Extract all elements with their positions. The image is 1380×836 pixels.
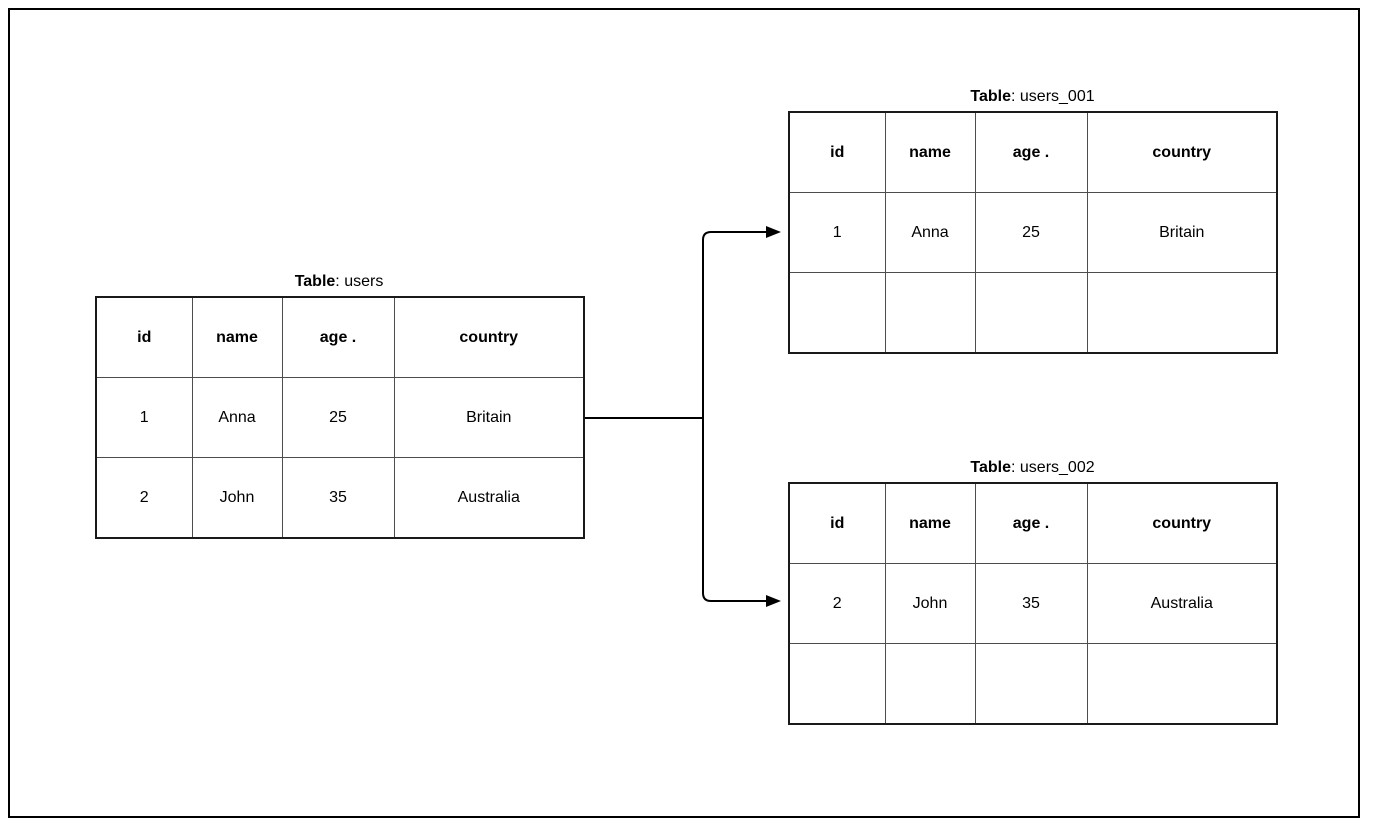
- cell-country: Australia: [393, 457, 585, 539]
- table-users-001-title-label: Table: [970, 88, 1011, 105]
- table-row: 2 John 35 Australia: [95, 457, 585, 539]
- cell-age: 25: [281, 377, 395, 458]
- table-users-title-label: Table: [294, 273, 336, 290]
- cell-country: Britain: [1086, 192, 1278, 273]
- cell-id: 1: [788, 192, 886, 273]
- cell-id: 2: [95, 457, 193, 539]
- column-header-name: name: [884, 482, 976, 564]
- column-header-name: name: [884, 111, 976, 193]
- cell-age: 35: [281, 457, 395, 539]
- table-users-group: Table: users id name age . country 1 Ann…: [95, 272, 585, 539]
- cell-age: 35: [974, 563, 1088, 644]
- table-users-title-name: users: [344, 273, 384, 290]
- diagram-border: [8, 8, 1360, 818]
- cell-age: 25: [974, 192, 1088, 273]
- cell-id: 1: [95, 377, 193, 458]
- table-users-001-group: Table: users_001 id name age . country 1…: [788, 87, 1278, 354]
- column-header-id: id: [788, 111, 886, 193]
- cell-name: Anna: [884, 192, 976, 273]
- table-users-001-title: Table: users_001: [788, 87, 1277, 107]
- table-users-title-separator: :: [335, 273, 345, 290]
- table-users-001-title-separator: :: [1011, 88, 1020, 105]
- column-header-name: name: [191, 296, 283, 378]
- column-header-id: id: [788, 482, 886, 564]
- cell-id: 2: [788, 563, 886, 644]
- cell-country: Australia: [1086, 563, 1278, 644]
- column-header-age: age .: [974, 111, 1088, 193]
- column-header-id: id: [95, 296, 193, 378]
- cell-age: [974, 272, 1088, 354]
- table-row: 1 Anna 25 Britain: [95, 377, 585, 458]
- table-users-002-title-separator: :: [1011, 459, 1020, 476]
- cell-name: John: [884, 563, 976, 644]
- table-row: [788, 643, 1278, 725]
- column-header-country: country: [1086, 482, 1278, 564]
- cell-id: [788, 272, 886, 354]
- table-users-001-header-row: id name age . country: [788, 111, 1278, 193]
- cell-name: Anna: [191, 377, 283, 458]
- column-header-age: age .: [281, 296, 395, 378]
- table-users-001-title-name: users_001: [1019, 88, 1095, 105]
- table-row: 1 Anna 25 Britain: [788, 192, 1278, 273]
- column-header-country: country: [393, 296, 585, 378]
- cell-name: John: [191, 457, 283, 539]
- table-users-002-title-label: Table: [970, 459, 1011, 476]
- column-header-age: age .: [974, 482, 1088, 564]
- cell-name: [884, 272, 976, 354]
- cell-name: [884, 643, 976, 725]
- column-header-country: country: [1086, 111, 1278, 193]
- cell-id: [788, 643, 886, 725]
- table-users-title: Table: users: [95, 272, 583, 292]
- table-users-001: id name age . country 1 Anna 25 Britain: [788, 111, 1278, 354]
- table-users-002: id name age . country 2 John 35 Australi…: [788, 482, 1278, 725]
- table-row: [788, 272, 1278, 354]
- table-row: 2 John 35 Australia: [788, 563, 1278, 644]
- table-users-002-group: Table: users_002 id name age . country 2…: [788, 458, 1278, 725]
- cell-country: [1086, 643, 1278, 725]
- table-users-002-title: Table: users_002: [788, 458, 1277, 478]
- cell-country: [1086, 272, 1278, 354]
- table-users-002-title-name: users_002: [1019, 459, 1095, 476]
- table-users: id name age . country 1 Anna 25 Britain …: [95, 296, 585, 539]
- cell-country: Britain: [393, 377, 585, 458]
- table-users-002-header-row: id name age . country: [788, 482, 1278, 564]
- cell-age: [974, 643, 1088, 725]
- table-users-header-row: id name age . country: [95, 296, 585, 378]
